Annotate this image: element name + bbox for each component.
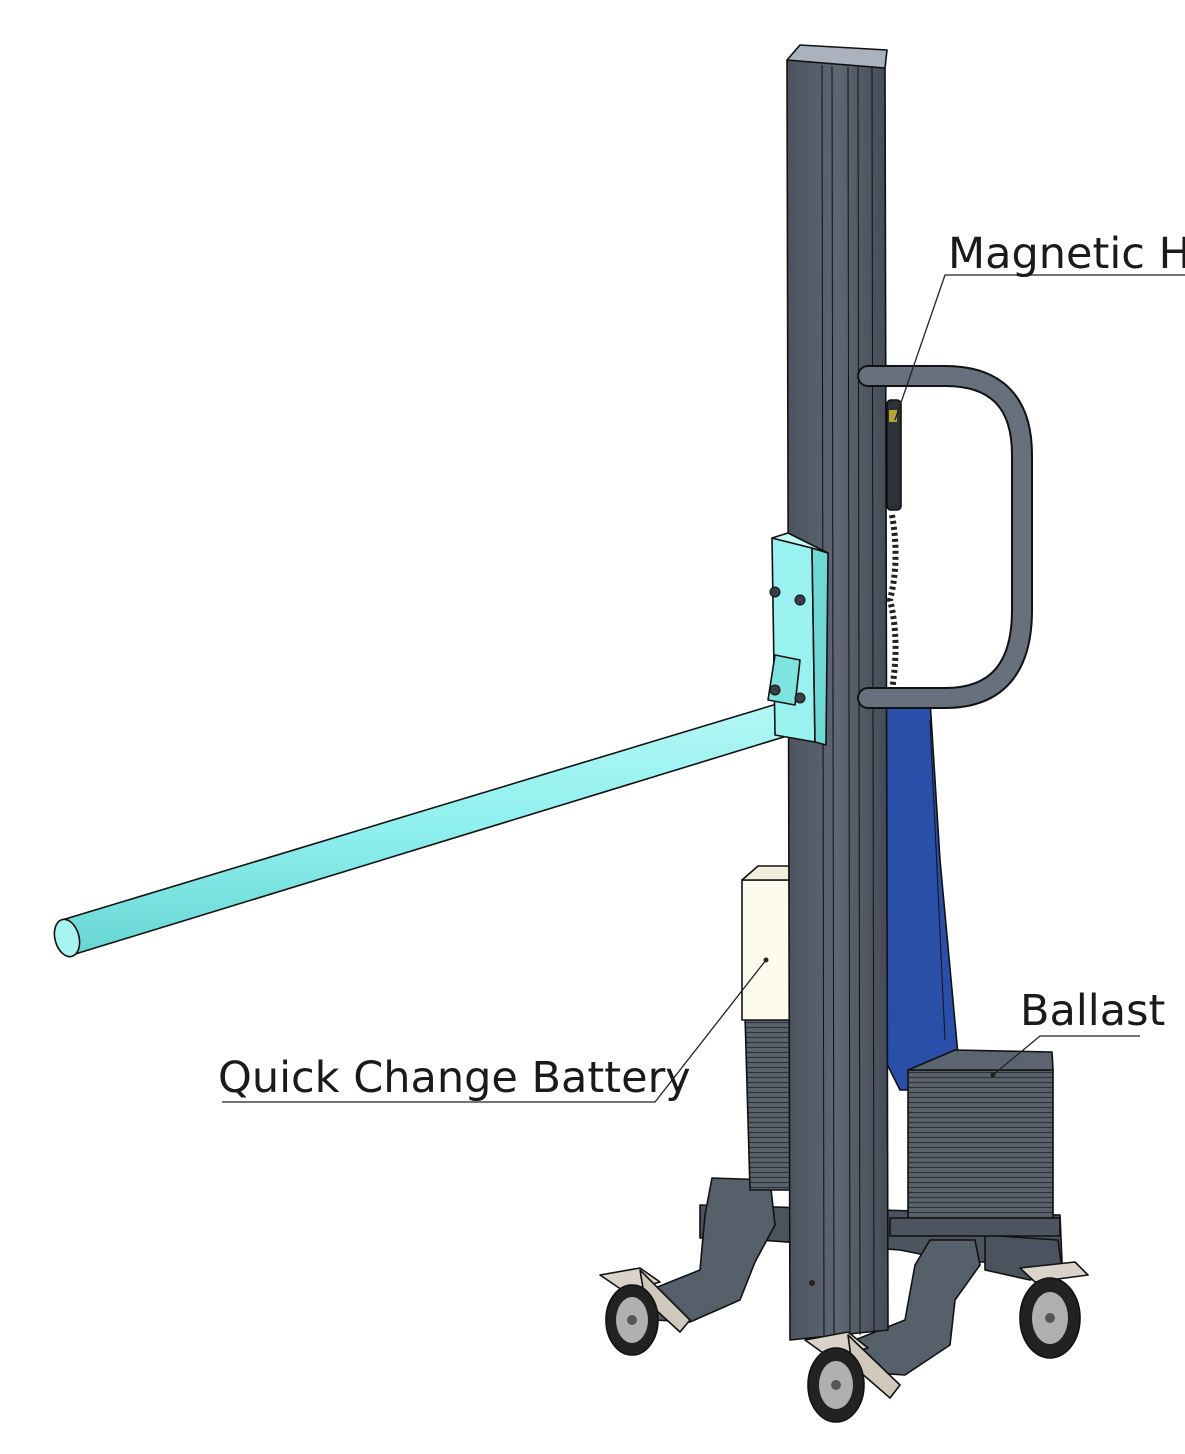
push-handle (857, 365, 1033, 709)
label-ballast-text: Ballast (1020, 986, 1165, 1036)
lifting-arm (53, 699, 801, 958)
label-magnetic-holder: Magnetic Ho (894, 229, 1185, 421)
carriage-plate (767, 532, 829, 746)
label-magnetic-text: Magnetic Ho (948, 229, 1185, 279)
label-battery-text: Quick Change Battery (218, 1053, 691, 1103)
magnetic-controller (886, 399, 902, 691)
leader-line-ballast (992, 1035, 1140, 1076)
caster-front-left (599, 1267, 691, 1356)
ballast (889, 1049, 1061, 1237)
blue-drive-panel (879, 699, 959, 1091)
caster-rear-right (1019, 1261, 1089, 1359)
leader-dot-battery (763, 957, 769, 963)
leader-line-battery (222, 959, 767, 1103)
leader-dot-ballast (990, 1072, 996, 1078)
caster-front-right (804, 1331, 901, 1423)
label-quick-change-battery: Quick Change Battery (218, 957, 769, 1103)
leader-line-magnetic (894, 274, 1185, 421)
label-ballast: Ballast (990, 986, 1165, 1078)
